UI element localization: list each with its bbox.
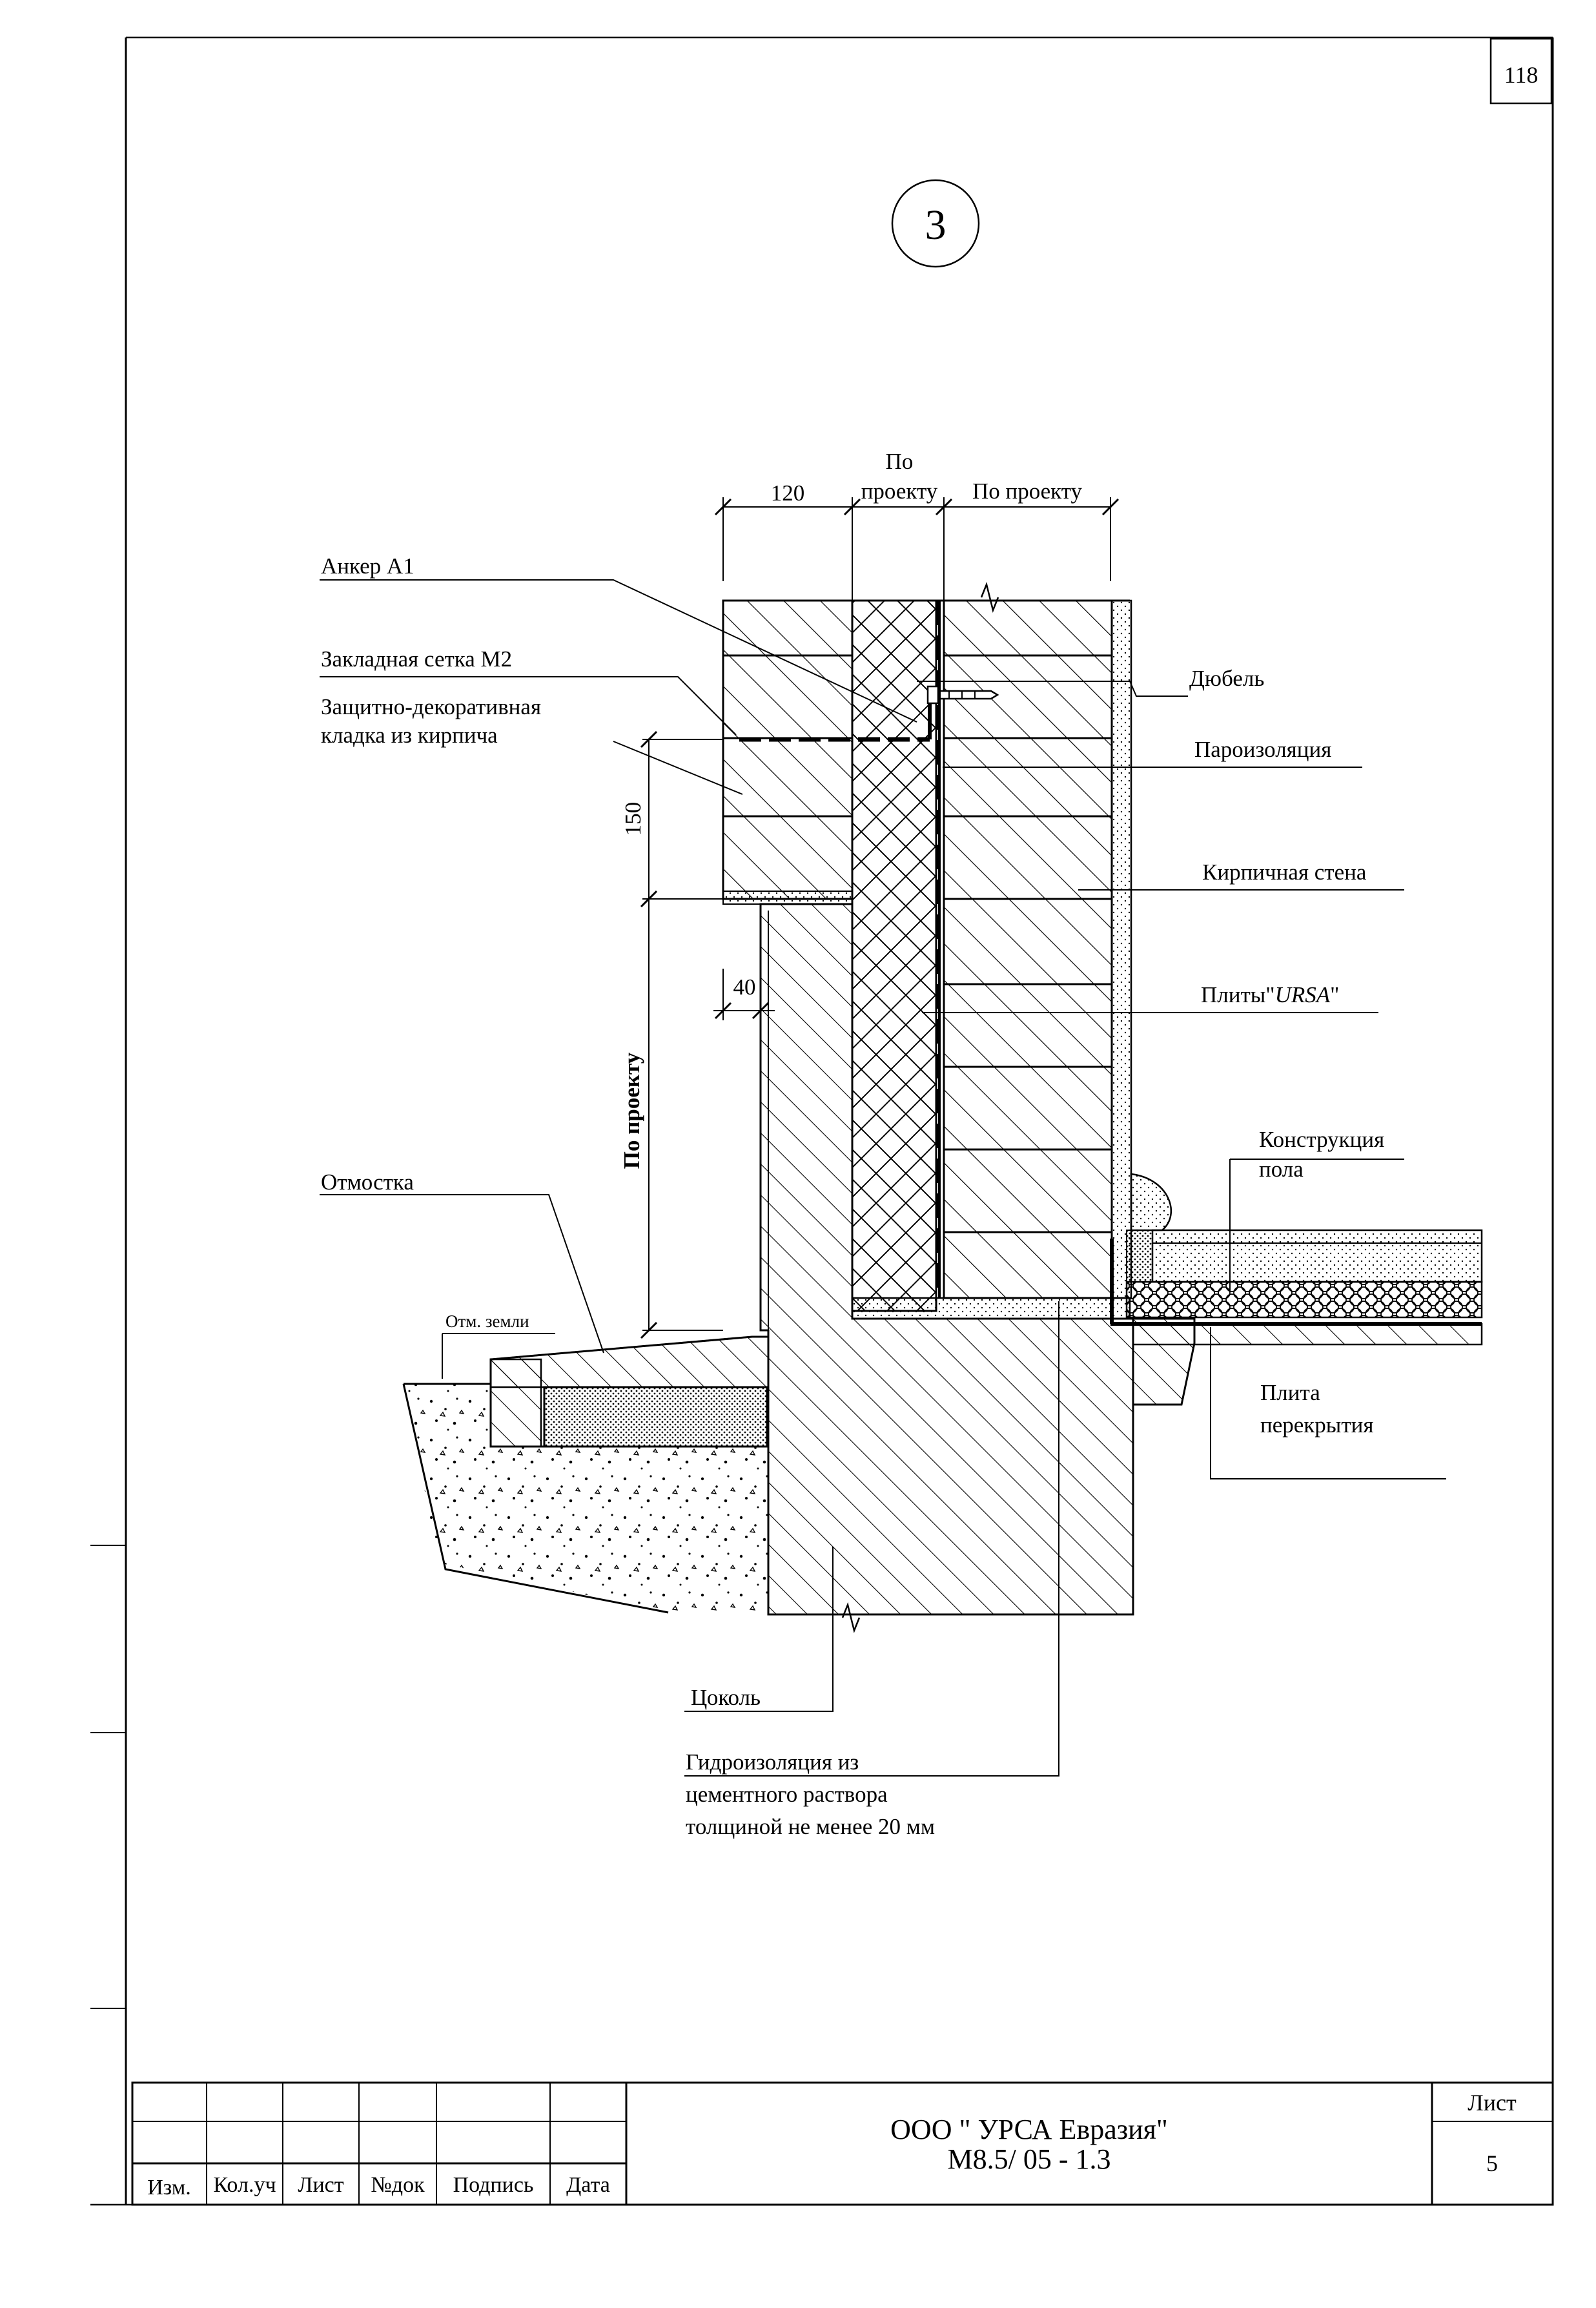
label-gidro-line2: цементного раствора <box>686 1782 888 1807</box>
detail-number: 3 <box>925 201 946 249</box>
insulation-ursa <box>851 599 937 1312</box>
sheet-number-top: 118 <box>1504 62 1539 88</box>
mortar-bed <box>851 1297 1131 1320</box>
label-plita-line2: перекрытия <box>1260 1412 1373 1437</box>
label-otmostka: Отмостка <box>321 1169 414 1195</box>
dim-120: 120 <box>771 480 805 506</box>
label-plity-ursa: Плиты"URSA" <box>1201 982 1339 1007</box>
tb-code: М8.5/ 05 - 1.3 <box>948 2143 1111 2175</box>
label-otm-zemli: Отм. земли <box>445 1312 529 1331</box>
tb-izm: Изм. <box>147 2176 191 2200</box>
floor-construction <box>1110 1173 1483 1346</box>
tb-company: ООО " УРСА Евразия" <box>890 2114 1168 2145</box>
label-gidro-line1: Гидроизоляция из <box>686 1749 859 1775</box>
label-cokol: Цоколь <box>691 1685 761 1710</box>
label-kladka-line1: Защитно-декоративная <box>321 694 541 719</box>
dim-proektu: проекту <box>861 479 938 504</box>
label-kirpichnaya-stena: Кирпичная стена <box>1202 860 1367 885</box>
tb-sheet-value: 5 <box>1486 2150 1498 2176</box>
soil-fill <box>404 1384 768 1613</box>
tb-ndok: №док <box>371 2173 425 2197</box>
sheet-number-box <box>1489 37 1553 105</box>
dim-150: 150 <box>620 802 646 836</box>
tb-list: Лист <box>298 2173 343 2197</box>
inner-brick-wall <box>943 599 1132 1299</box>
facing-brick <box>722 599 854 905</box>
otmostka-pavement <box>489 1335 770 1448</box>
leader-lines <box>320 579 1446 1777</box>
label-kladka-line2: кладка из кирпича <box>321 723 498 748</box>
label-konstrukciya-line2: пола <box>1259 1157 1304 1182</box>
label-dubel: Дюбель <box>1189 666 1264 691</box>
plity-brand: URSA <box>1275 982 1331 1007</box>
label-anker-a1: Анкер А1 <box>321 553 414 579</box>
plity-suffix: " <box>1330 982 1339 1007</box>
label-zakladnaya-setka: Закладная сетка М2 <box>321 646 512 672</box>
dim-po-proektu-left: По проекту <box>619 1052 644 1169</box>
dimension-lines <box>640 497 1120 1339</box>
dim-po: По <box>886 449 914 474</box>
label-plita-line1: Плита <box>1260 1380 1320 1405</box>
tb-data: Дата <box>566 2173 610 2197</box>
title-block <box>131 2081 1554 2206</box>
dim-40: 40 <box>733 974 756 1000</box>
tb-kol-uch: Кол.уч <box>213 2173 276 2197</box>
label-gidro-line3: толщиной не менее 20 мм <box>686 1814 935 1839</box>
tb-sheet-label: Лист <box>1468 2090 1517 2116</box>
dim-po-proektu-right: По проекту <box>972 479 1083 504</box>
tb-podpis: Подпись <box>453 2173 534 2197</box>
detail-marker: 3 <box>891 179 980 268</box>
label-paroizolyaciya: Пароизоляция <box>1194 737 1331 762</box>
plity-prefix: Плиты" <box>1201 982 1275 1007</box>
label-konstrukciya-line1: Конструкция <box>1259 1127 1384 1152</box>
